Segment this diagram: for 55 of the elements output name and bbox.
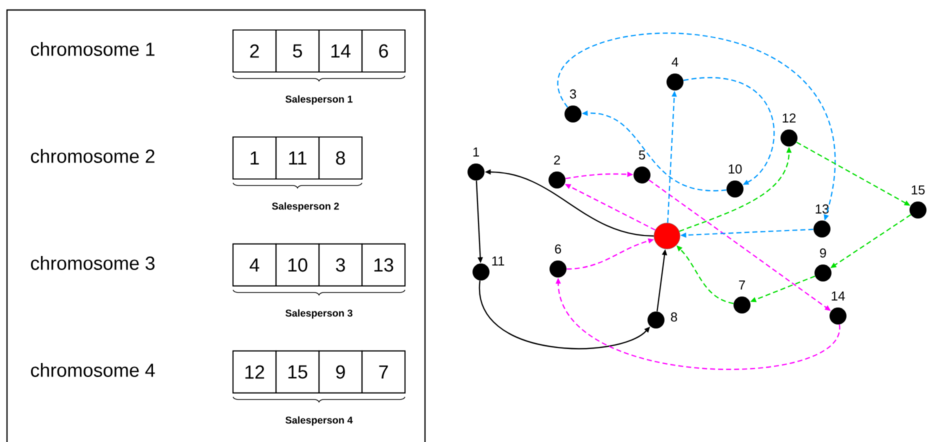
node-label: 6 — [555, 244, 562, 254]
city-node: 9 — [814, 248, 832, 282]
salesperson-label: Salesperson 3 — [286, 309, 352, 319]
route-arrow — [683, 77, 774, 185]
gene-cell: 3 — [318, 243, 363, 287]
gene-cell: 7 — [361, 350, 406, 394]
node-label: 2 — [554, 155, 560, 165]
city-node: 13 — [814, 204, 830, 238]
node-label: 10 — [728, 164, 742, 174]
gene-cell: 12 — [232, 350, 277, 394]
node-label: 15 — [912, 185, 925, 195]
gene-cell: 1 — [232, 136, 277, 180]
chromosome-label: chromosome 3 — [31, 256, 155, 270]
city-node: 6 — [550, 244, 566, 278]
node-label: 13 — [816, 204, 829, 214]
gene-cell: 13 — [361, 243, 406, 287]
gene-cell: 9 — [318, 350, 363, 394]
node-label: 8 — [670, 312, 678, 322]
gene-cell: 14 — [318, 29, 363, 73]
city-node: 5 — [634, 150, 650, 184]
node-label: 1 — [473, 148, 479, 156]
city-node: 4 — [666, 58, 684, 90]
node-label: 3 — [570, 89, 576, 99]
chromosome-label: chromosome 1 — [31, 42, 154, 56]
node-label: 11 — [492, 256, 504, 266]
gene-cell: 8 — [318, 136, 363, 180]
city-node: 15 — [910, 185, 926, 218]
city-node: 7 — [734, 280, 750, 314]
chromosome-label: chromosome 2 — [31, 149, 154, 163]
gene-cell: 10 — [275, 243, 320, 287]
depot-node — [654, 222, 680, 250]
city-node: 14 — [830, 292, 846, 324]
gene-cell: 4 — [232, 243, 277, 287]
gene-cell: 2 — [232, 29, 277, 73]
node-label: 9 — [820, 248, 826, 258]
node-label: 7 — [739, 280, 745, 290]
chromosome-label: chromosome 4 — [31, 363, 155, 377]
gene-cell: 6 — [361, 29, 406, 73]
city-node: 11 — [472, 256, 504, 280]
node-label: 5 — [638, 150, 646, 160]
city-node: 8 — [648, 311, 678, 328]
salesperson-label: Salesperson 1 — [286, 95, 352, 105]
salesperson-label: Salesperson 4 — [286, 416, 353, 426]
gene-cell: 11 — [275, 136, 320, 180]
node-label: 4 — [672, 58, 678, 66]
node-label: 14 — [832, 292, 845, 300]
city-node: 3 — [564, 89, 582, 122]
gene-cell: 5 — [275, 29, 320, 73]
city-node: 12 — [780, 113, 798, 146]
gene-cell: 15 — [275, 350, 320, 394]
salesperson-label: Salesperson 2 — [272, 202, 339, 212]
city-node: 2 — [548, 155, 566, 188]
node-label: 12 — [782, 113, 796, 123]
city-node: 1 — [468, 148, 484, 180]
city-node: 10 — [726, 164, 744, 198]
